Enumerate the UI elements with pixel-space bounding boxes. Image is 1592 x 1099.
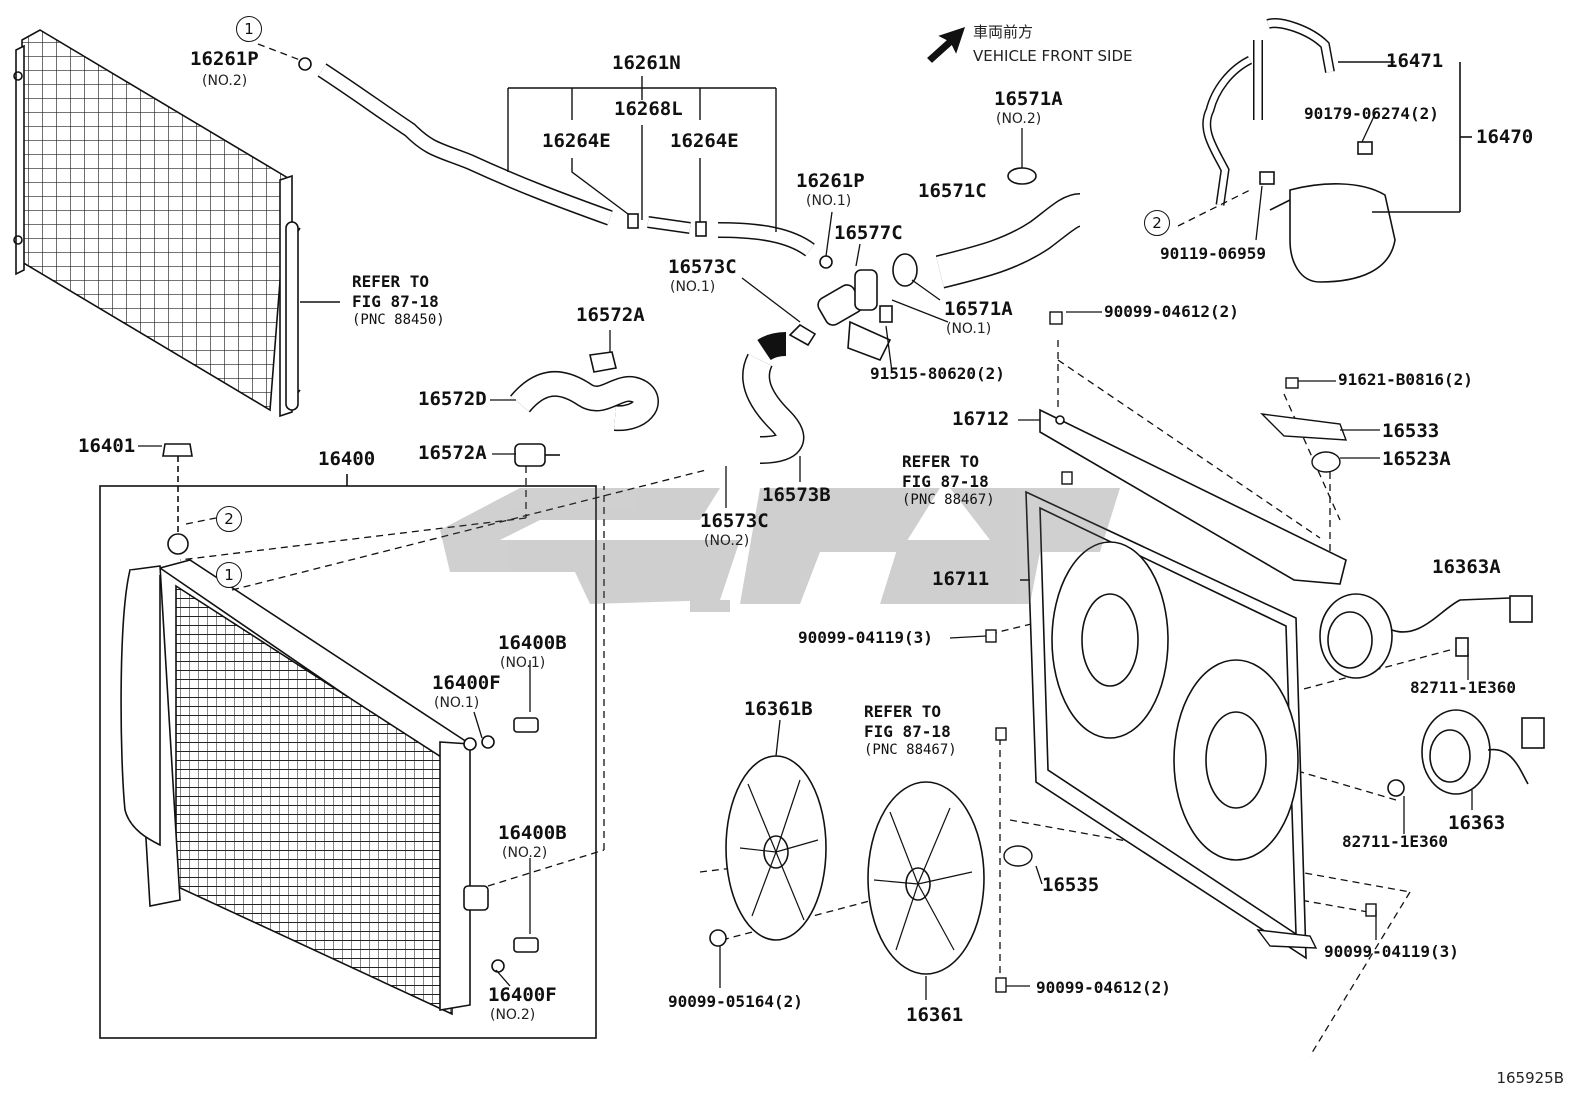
part-16573C-no2-sub: (NO.2) <box>704 533 750 549</box>
fan-motors <box>1319 593 1545 797</box>
part-82711-1E360-b: 82711-1E360 <box>1342 832 1448 851</box>
part-16533: 16533 <box>1382 420 1440 442</box>
bracket-16261N <box>507 76 777 232</box>
part-16361B: 16361B <box>744 698 813 720</box>
part-16400B-no2-sub: (NO.2) <box>502 845 548 861</box>
part-82711-1E360-a: 82711-1E360 <box>1410 678 1516 697</box>
hose-group-top <box>298 57 815 257</box>
part-16261N: 16261N <box>612 52 681 74</box>
part-90099-04612-bottom: 90099-04612(2) <box>1036 978 1171 997</box>
hose-group-center <box>510 332 805 467</box>
condenser-assembly <box>13 29 340 418</box>
part-91621-B0816: 91621-B0816(2) <box>1338 370 1473 389</box>
part-16361: 16361 <box>906 1004 964 1026</box>
part-16572A-bottom: 16572A <box>418 442 487 464</box>
header-note-jp: 車両前方 <box>973 23 1034 41</box>
hardware <box>985 311 1377 993</box>
part-16261P-no1: 16261P <box>796 170 865 192</box>
part-16261P-no2-sub: (NO.2) <box>202 73 248 89</box>
callout-1-top: 1 <box>236 16 262 42</box>
part-90179-06274: 90179-06274(2) <box>1304 104 1439 123</box>
drain-plugs <box>481 717 539 973</box>
part-90119-06959: 90119-06959 <box>1160 244 1266 263</box>
water-outlet <box>788 255 893 362</box>
part-16712: 16712 <box>952 408 1010 430</box>
part-90099-04119-right: 90099-04119(3) <box>1324 942 1459 961</box>
part-16400F-no2-sub: (NO.2) <box>490 1007 536 1023</box>
refer-shroud-top: REFER TO FIG 87-18 (PNC 88467) <box>902 452 995 508</box>
part-16400B-no1: 16400B <box>498 632 567 654</box>
refer-condenser: REFER TO FIG 87-18 (PNC 88450) <box>352 272 445 328</box>
part-16571A-no1: 16571A <box>944 298 1013 320</box>
part-16264E-left: 16264E <box>542 130 611 152</box>
leader-lines <box>138 26 1473 1000</box>
part-16571A-no2-sub: (NO.2) <box>996 111 1042 127</box>
part-16571A-no2: 16571A <box>994 88 1063 110</box>
part-90099-04612-top: 90099-04612(2) <box>1104 302 1239 321</box>
diagram-code: 165925B <box>1496 1069 1564 1087</box>
part-16400F-no1-sub: (NO.1) <box>434 695 480 711</box>
part-16400B-no1-sub: (NO.1) <box>500 655 546 671</box>
dashed-leaders <box>179 43 1451 1057</box>
radiator-assembly <box>99 443 597 1039</box>
part-16571A-no1-sub: (NO.1) <box>946 321 992 337</box>
part-16363: 16363 <box>1448 812 1506 834</box>
part-16401: 16401 <box>78 435 136 457</box>
part-16573C-no1-sub: (NO.1) <box>670 279 716 295</box>
part-16400F-no2: 16400F <box>488 984 557 1006</box>
part-16400F-no1: 16400F <box>432 672 501 694</box>
part-16471: 16471 <box>1386 50 1444 72</box>
header-note-en: VEHICLE FRONT SIDE <box>973 47 1133 65</box>
fan-blades <box>709 755 985 975</box>
part-91515-80620: 91515-80620(2) <box>870 364 1005 383</box>
part-16571C: 16571C <box>918 180 987 202</box>
refer-shroud-bottom: REFER TO FIG 87-18 (PNC 88467) <box>864 702 957 758</box>
part-16268L: 16268L <box>614 98 683 120</box>
part-90099-05164: 90099-05164(2) <box>668 992 803 1011</box>
callout-1-radiator: 1 <box>216 562 242 588</box>
part-16572D: 16572D <box>418 388 487 410</box>
part-16523A: 16523A <box>1382 448 1451 470</box>
part-16400B-no2: 16400B <box>498 822 567 844</box>
part-16400: 16400 <box>318 448 376 470</box>
callout-2-radiator: 2 <box>216 506 242 532</box>
part-16577C: 16577C <box>834 222 903 244</box>
part-90099-04119-left: 90099-04119(3) <box>798 628 933 647</box>
upper-hose <box>892 167 1083 289</box>
watermark-logo <box>440 488 1120 612</box>
part-16573C-no2: 16573C <box>700 510 769 532</box>
part-16264E-right: 16264E <box>670 130 739 152</box>
part-16261P-no1-sub: (NO.1) <box>806 193 852 209</box>
part-16261P-no2: 16261P <box>190 48 259 70</box>
part-16573C-no1: 16573C <box>668 256 737 278</box>
reservoir-tank <box>1202 18 1472 283</box>
part-16470: 16470 <box>1476 126 1534 148</box>
upper-support <box>1039 408 1347 585</box>
part-16711: 16711 <box>932 568 990 590</box>
part-16573B: 16573B <box>762 484 831 506</box>
callout-2-top: 2 <box>1144 210 1170 236</box>
part-16363A: 16363A <box>1432 556 1501 578</box>
part-16572A-top: 16572A <box>576 304 645 326</box>
part-16535: 16535 <box>1042 874 1100 896</box>
